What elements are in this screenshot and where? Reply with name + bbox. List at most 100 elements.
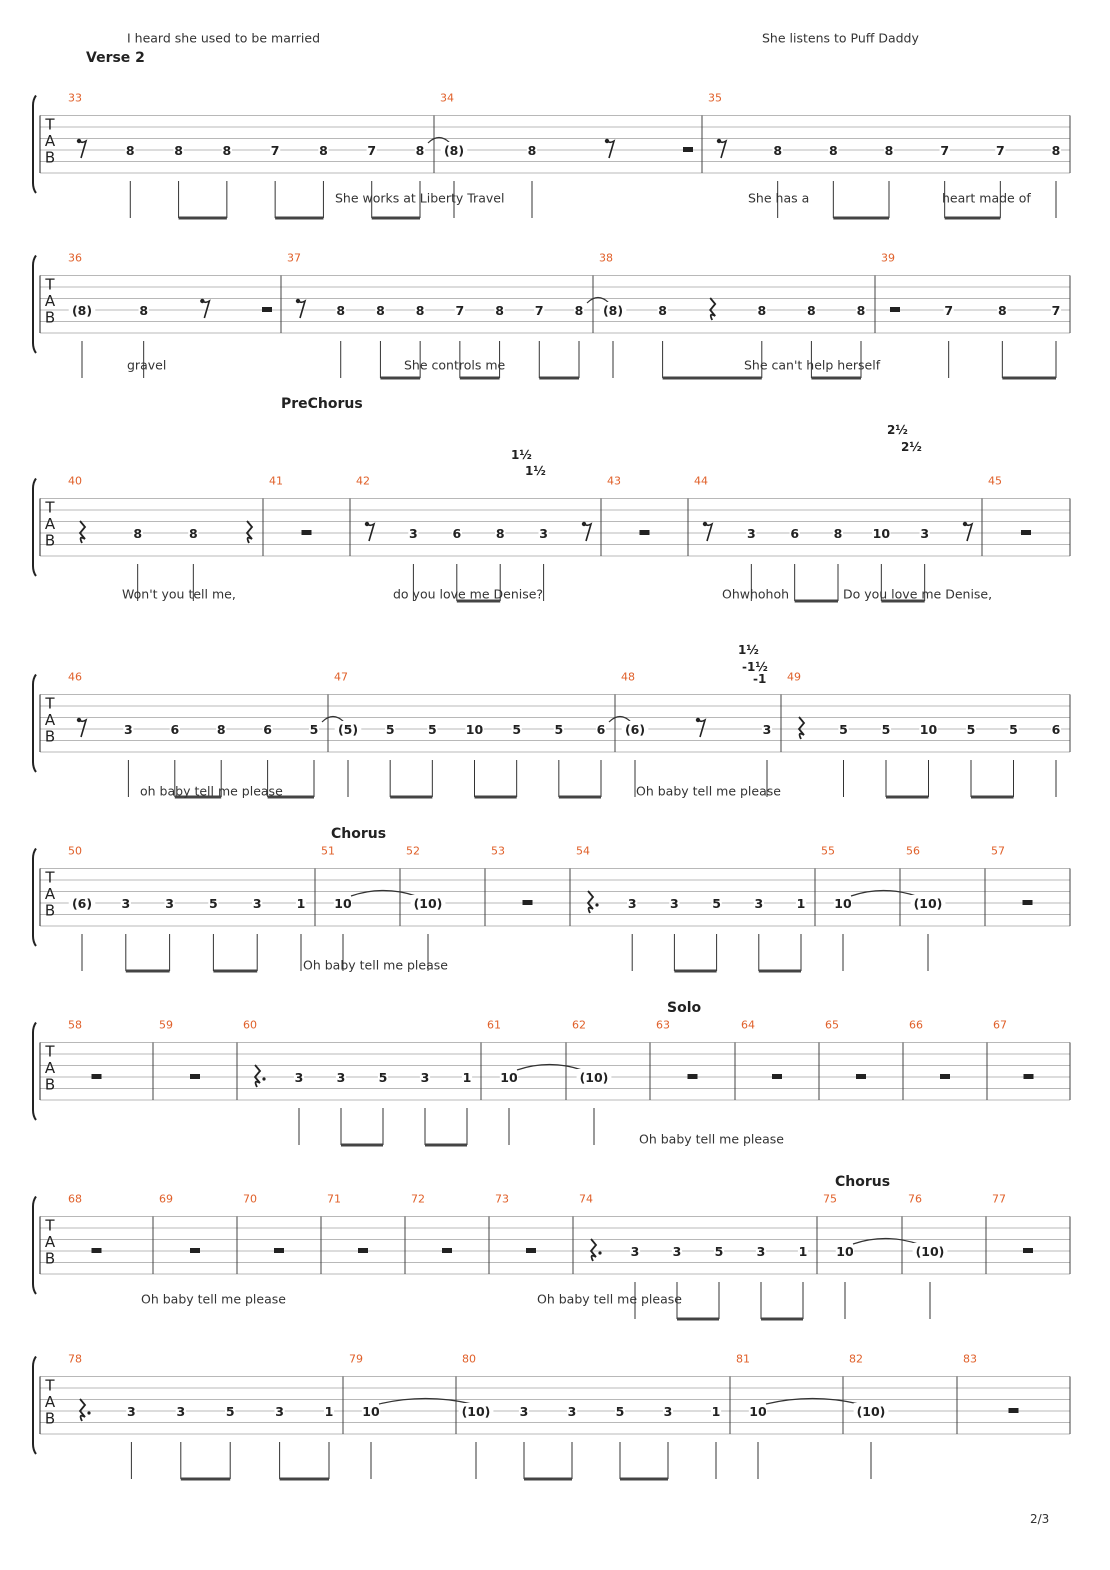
section-label: Chorus <box>331 826 386 842</box>
fret-number: (10) <box>914 896 943 911</box>
fret-number: 5 <box>882 722 891 737</box>
fret-number: 10 <box>873 526 891 541</box>
tab-clef-letter: T <box>44 499 55 517</box>
fret-number: 3 <box>673 1244 682 1259</box>
rest-symbol <box>586 890 599 914</box>
fret-number: 1 <box>463 1070 472 1085</box>
fret-number: 5 <box>379 1070 388 1085</box>
rest-symbol <box>962 521 974 542</box>
fret-number: 3 <box>127 1404 136 1419</box>
system-bracket <box>32 1195 37 1295</box>
section-label: PreChorus <box>281 396 363 412</box>
measure-number: 35 <box>708 92 722 105</box>
fret-number: 8 <box>139 303 148 318</box>
rest-symbol <box>301 530 312 535</box>
rest-symbol <box>1023 1074 1034 1079</box>
measure-number: 34 <box>440 92 454 105</box>
measure-number: 49 <box>787 671 801 684</box>
fret-number: 8 <box>217 722 226 737</box>
fret-number: 8 <box>174 143 183 158</box>
rest-symbol <box>702 521 714 542</box>
fret-number: 8 <box>757 303 766 318</box>
fret-number: 3 <box>747 526 756 541</box>
tab-clef-letter: B <box>45 1076 55 1094</box>
bend-label: -1 <box>753 672 766 686</box>
measure-number: 41 <box>269 475 283 488</box>
rest-symbol <box>253 1064 266 1088</box>
fret-number: 5 <box>554 722 563 737</box>
measure-number: 56 <box>906 845 920 858</box>
tab-clef-letter: B <box>45 309 55 327</box>
rest-symbol <box>1023 1248 1033 1253</box>
fret-number: (5) <box>338 722 358 737</box>
fret-number: 5 <box>386 722 395 737</box>
rest-symbol <box>639 530 650 535</box>
rest-symbol <box>358 1248 368 1253</box>
measure-number: 60 <box>243 1019 257 1032</box>
tie-arc <box>852 1237 919 1245</box>
tie-arc <box>608 715 632 723</box>
rest-symbol <box>274 1248 284 1253</box>
rest-symbol <box>797 716 806 740</box>
lyric-text: Ohwhohoh <box>722 587 789 602</box>
tab-clef-letter: T <box>44 695 55 713</box>
rest-symbol <box>245 520 254 544</box>
measure-number: 61 <box>487 1019 501 1032</box>
lyric-text: She controls me <box>404 358 506 373</box>
rest-symbol <box>91 1074 102 1079</box>
tie-arc <box>378 1397 473 1405</box>
lyric-text: She listens to Puff Daddy <box>762 31 919 46</box>
fret-number: 3 <box>337 1070 346 1085</box>
rest-symbol <box>200 298 211 319</box>
measure-number: 47 <box>334 671 348 684</box>
fret-number: 7 <box>271 143 280 158</box>
fret-number: 1 <box>325 1404 334 1419</box>
measure-number: 46 <box>68 671 82 684</box>
tab-clef-letter: T <box>44 1377 55 1395</box>
fret-number: 8 <box>807 303 816 318</box>
tab-clef-letter: B <box>45 902 55 920</box>
fret-number: 6 <box>452 526 461 541</box>
fret-number: 3 <box>628 896 637 911</box>
rest-symbol <box>581 521 593 542</box>
lyric-text: She can't help herself <box>744 358 881 373</box>
fret-number: 8 <box>133 526 142 541</box>
tab-clef-letter: A <box>45 885 56 903</box>
fret-number: 5 <box>967 722 976 737</box>
fret-number: 5 <box>428 722 437 737</box>
fret-number: 8 <box>857 303 866 318</box>
rest-symbol <box>856 1074 866 1079</box>
fret-number: 6 <box>263 722 272 737</box>
measure-number: 68 <box>68 1193 82 1206</box>
fret-number: 6 <box>790 526 799 541</box>
lyric-text: She has a <box>748 191 809 206</box>
measure-number: 33 <box>68 92 82 105</box>
measure-number: 55 <box>821 845 835 858</box>
fret-number: 8 <box>496 526 505 541</box>
tie-arc <box>765 1397 860 1405</box>
fret-number: (6) <box>625 722 645 737</box>
fret-number: 8 <box>528 143 537 158</box>
fret-number: 1 <box>712 1404 721 1419</box>
fret-number: 6 <box>170 722 179 737</box>
fret-number: 8 <box>416 143 425 158</box>
measure-number: 67 <box>993 1019 1007 1032</box>
rest-symbol <box>76 138 88 159</box>
fret-number: 3 <box>121 896 130 911</box>
rest-symbol <box>695 717 707 738</box>
measure-number: 70 <box>243 1193 257 1206</box>
fret-number: 8 <box>829 143 838 158</box>
rest-symbol <box>78 520 87 544</box>
tab-clef-letter: A <box>45 132 56 150</box>
rest-symbol <box>76 717 88 738</box>
system-bracket <box>32 1355 37 1455</box>
fret-number: 3 <box>165 896 174 911</box>
tab-clef-letter: A <box>45 515 56 533</box>
fret-number: 8 <box>223 143 232 158</box>
measure-number: 64 <box>741 1019 755 1032</box>
tie-arc <box>850 889 917 897</box>
rest-symbol <box>589 1238 602 1262</box>
fret-number: 7 <box>535 303 544 318</box>
